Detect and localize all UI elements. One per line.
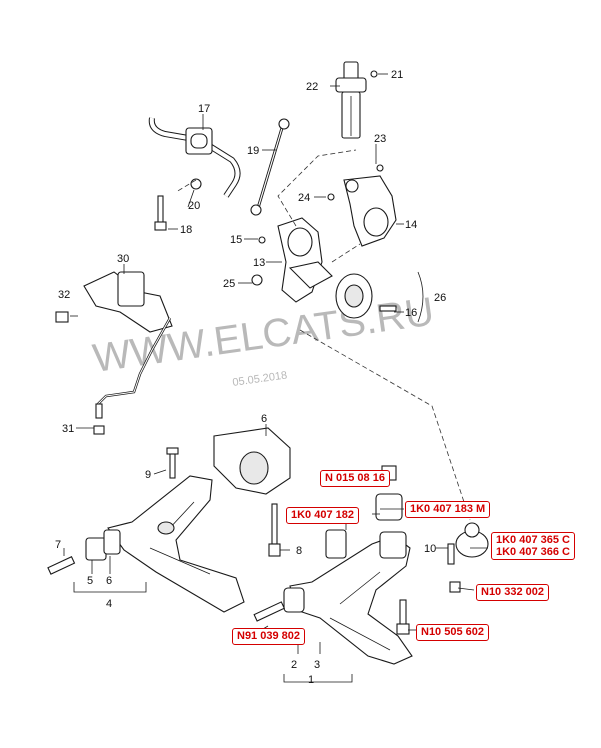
pos-9: 9 xyxy=(145,469,151,481)
steering-knuckle xyxy=(251,217,333,303)
callout-n10332002[interactable]: N10 332 002 xyxy=(476,584,549,601)
pos-26: 26 xyxy=(434,292,446,304)
callout-n91039802[interactable]: N91 039 802 xyxy=(232,628,305,645)
pos-1: 1 xyxy=(308,674,314,686)
bolt-18 xyxy=(154,195,167,231)
level-sensor xyxy=(55,271,173,435)
position-numbers: 1 2 3 4 5 6 6 7 8 9 10 13 14 15 16 17 18… xyxy=(55,69,446,686)
pos-16: 16 xyxy=(405,307,417,319)
pos-14: 14 xyxy=(405,219,417,231)
pos-8: 8 xyxy=(296,545,302,557)
pos-20: 20 xyxy=(188,200,200,212)
pos-31: 31 xyxy=(62,423,74,435)
pos-10: 10 xyxy=(424,543,436,555)
guide-line-2 xyxy=(331,243,361,263)
pos-32: 32 xyxy=(58,289,70,301)
pos-21: 21 xyxy=(391,69,403,81)
wheel-hub xyxy=(335,273,397,319)
bracket-4 xyxy=(73,582,147,593)
rear-mount-bracket xyxy=(166,427,291,557)
ball-joint xyxy=(447,522,489,593)
callout-1k0407365c[interactable]: 1K0 407 365 C 1K0 407 366 C xyxy=(491,532,575,560)
callout-n10505602[interactable]: N10 505 602 xyxy=(416,624,489,641)
washer-20 xyxy=(190,178,202,190)
strut-assembly xyxy=(335,61,378,139)
pos-6b: 6 xyxy=(261,413,267,425)
guide-line-1 xyxy=(277,149,357,227)
coupling-rod xyxy=(250,118,290,216)
pos-15: 15 xyxy=(230,234,242,246)
pos-23: 23 xyxy=(374,133,386,145)
guide-line-4 xyxy=(175,179,197,193)
guide-line-3 xyxy=(299,329,471,521)
bracket-26 xyxy=(417,271,424,323)
callout-1k0407182[interactable]: 1K0 407 182 xyxy=(286,507,359,524)
pos-3: 3 xyxy=(314,659,320,671)
pos-22: 22 xyxy=(306,81,318,93)
pos-5: 5 xyxy=(87,575,93,587)
date-stamp: 05.05.2018 xyxy=(232,369,288,389)
pos-4: 4 xyxy=(106,598,112,610)
pos-6a: 6 xyxy=(106,575,112,587)
right-control-arm xyxy=(253,465,413,665)
pos-7: 7 xyxy=(55,539,61,551)
callout-1k0407183m[interactable]: 1K0 407 183 M xyxy=(405,501,491,518)
pos-19: 19 xyxy=(247,145,259,157)
pos-17: 17 xyxy=(198,103,210,115)
pos-24: 24 xyxy=(298,192,310,204)
pos-25: 25 xyxy=(223,278,235,290)
pos-18: 18 xyxy=(180,224,192,236)
pos-2: 2 xyxy=(291,659,297,671)
pos-13: 13 xyxy=(253,257,265,269)
stabilizer-bar xyxy=(148,117,241,198)
callout-n01508016[interactable]: N 015 08 16 xyxy=(320,470,390,487)
bracket-1 xyxy=(283,674,353,683)
wheel-bearing-housing xyxy=(327,164,397,247)
left-control-arm xyxy=(47,475,245,613)
pos-30: 30 xyxy=(117,253,129,265)
